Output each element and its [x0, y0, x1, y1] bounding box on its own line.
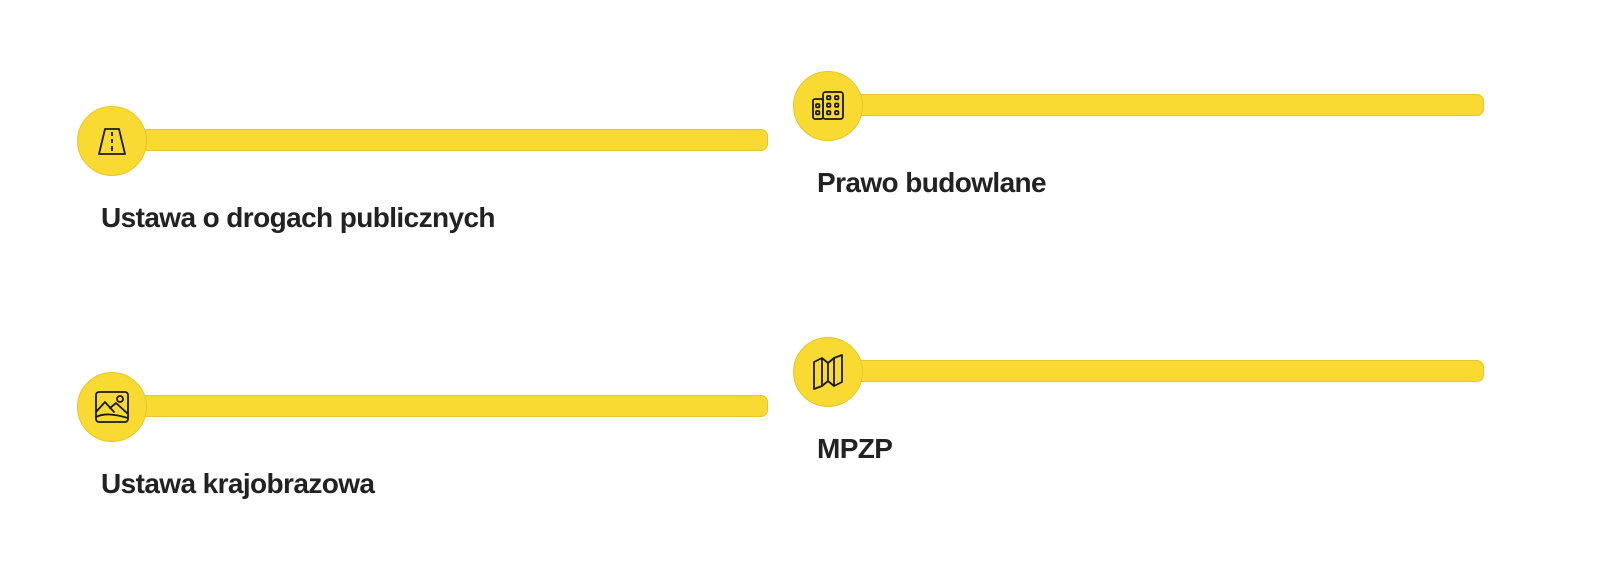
icon-badge [77, 106, 147, 176]
buildings-icon [812, 91, 844, 120]
landscape-image-icon [95, 391, 129, 423]
map-icon [813, 354, 843, 390]
progress-bar [132, 129, 768, 151]
card-mpzp[interactable]: MPZP [793, 337, 1493, 537]
card-title: Prawo budowlane [817, 167, 1047, 198]
icon-badge [793, 337, 863, 407]
card-ustawa-krajobrazowa[interactable]: Ustawa krajobrazowa [77, 372, 777, 572]
progress-bar [132, 395, 768, 417]
card-title: Ustawa o drogach publicznych [101, 202, 496, 233]
icon-badge [77, 372, 147, 442]
card-ustawa-o-drogach-publicznych[interactable]: Ustawa o drogach publicznych [77, 106, 777, 306]
road-icon [98, 128, 126, 155]
progress-bar [848, 94, 1484, 116]
card-prawo-budowlane[interactable]: Prawo budowlane [793, 71, 1493, 271]
icon-badge [793, 71, 863, 141]
card-title: Ustawa krajobrazowa [101, 468, 375, 499]
card-title: MPZP [817, 433, 893, 464]
progress-bar [848, 360, 1484, 382]
